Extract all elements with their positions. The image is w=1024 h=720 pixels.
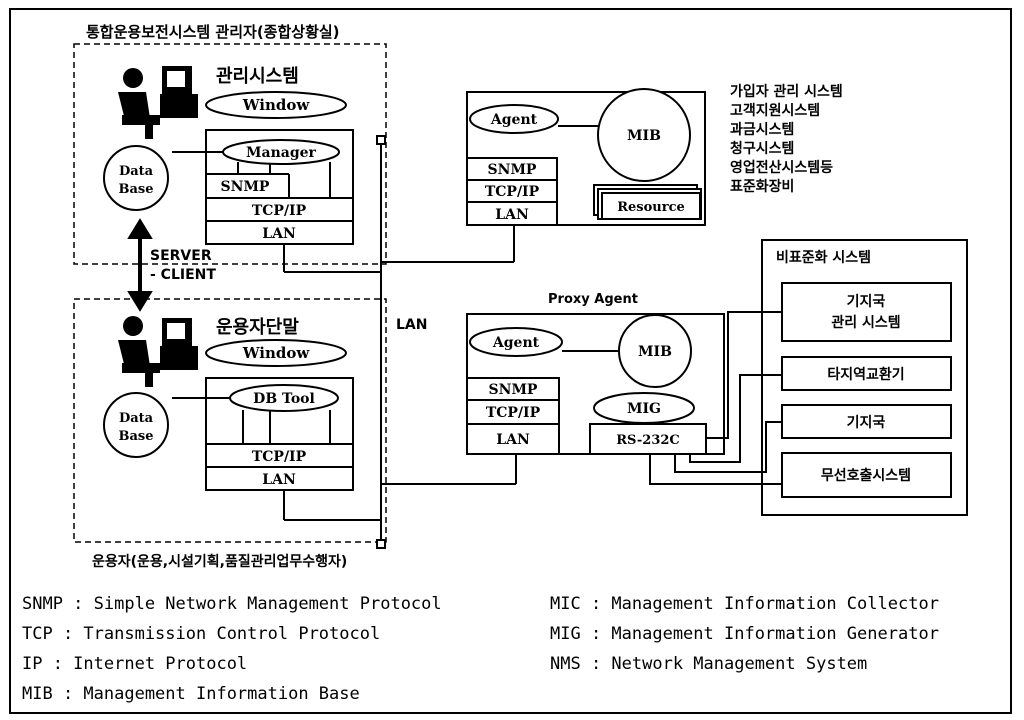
operator-database-label-2: Base — [118, 429, 153, 444]
client-label: - CLIENT — [150, 267, 216, 283]
operator-tcpip-label: TCP/IP — [252, 449, 307, 465]
mgmt-database-label-2: Base — [118, 182, 153, 197]
agent-snmp-label: SNMP — [488, 162, 537, 178]
system-list-item: 영업전산시스템등 — [730, 159, 833, 176]
proxy-tcpip-label: TCP/IP — [486, 405, 541, 421]
base-station-mgmt-box — [782, 283, 951, 341]
base-station-label: 기지국 — [847, 415, 886, 431]
mgmt-tcpip-label: TCP/IP — [252, 203, 307, 219]
system-list-item: 표준화장비 — [730, 178, 794, 195]
operator-database-label-1: Data — [119, 411, 154, 426]
agent-label: Agent — [490, 112, 538, 128]
dbtool-label: DB Tool — [253, 391, 315, 407]
mgmt-database-label-1: Data — [119, 164, 154, 179]
system-list-item: 청구시스템 — [730, 140, 794, 157]
mib-label: MIB — [627, 128, 661, 144]
agent-lan-label: LAN — [495, 207, 529, 223]
legend-mib: MIB : Management Information Base — [22, 684, 360, 704]
mig-label: MIG — [627, 401, 661, 417]
lan-bottom-terminator — [377, 540, 385, 548]
proxy-lan-label: LAN — [496, 432, 530, 448]
top-title: 통합운용보전시스템 관리자(종합상황실) — [86, 23, 340, 41]
mgmt-window-label: Window — [242, 96, 311, 114]
legend-mic: MIC : Management Information Collector — [550, 594, 939, 614]
mgmt-lan-label: LAN — [262, 226, 296, 242]
lan-label: LAN — [396, 317, 427, 333]
server-label: SERVER — [150, 248, 212, 264]
proxy-snmp-label: SNMP — [489, 382, 538, 398]
mgmt-snmp-label: SNMP — [221, 179, 270, 195]
proxy-agent-label: Agent — [492, 335, 540, 351]
other-exchange-label: 타지역교환기 — [827, 366, 904, 383]
legend-mig: MIG : Management Information Generator — [550, 624, 939, 644]
operator-lan-label: LAN — [262, 472, 296, 488]
system-list-item: 과금시스템 — [730, 121, 794, 138]
bottom-caption: 운용자(운용,시설기획,품질관리업무수행자) — [92, 553, 347, 570]
base-station-mgmt-label-1: 기지국 — [847, 294, 886, 310]
legend-nms: NMS : Network Management System — [550, 654, 867, 674]
operator-terminal-icon — [118, 316, 198, 387]
base-station-mgmt-label-2: 관리 시스템 — [831, 314, 900, 331]
proxy-mib-label: MIB — [638, 344, 672, 360]
operator-terminal-title: 운용자단말 — [216, 317, 299, 338]
resource-label: Resource — [617, 200, 685, 215]
mgmt-system-title: 관리시스템 — [216, 66, 299, 87]
legend-ip: IP : Internet Protocol — [22, 654, 247, 674]
legend-tcp: TCP : Transmission Control Protocol — [22, 624, 380, 644]
system-list-item: 고객지원시스템 — [730, 102, 820, 119]
system-list-item: 가입자 관리 시스템 — [730, 83, 843, 100]
nonstandard-title: 비표준화 시스템 — [776, 249, 871, 266]
lan-top-terminator — [377, 136, 385, 144]
admin-operator-icon — [118, 66, 198, 139]
operator-window-label: Window — [242, 344, 311, 362]
agent-tcpip-label: TCP/IP — [485, 184, 540, 200]
manager-label: Manager — [246, 145, 317, 161]
legend-snmp: SNMP : Simple Network Management Protoco… — [22, 594, 442, 614]
rs232c-label: RS-232C — [616, 433, 680, 448]
paging-system-label: 무선호출시스템 — [821, 467, 911, 484]
proxy-agent-title: Proxy Agent — [548, 292, 638, 307]
